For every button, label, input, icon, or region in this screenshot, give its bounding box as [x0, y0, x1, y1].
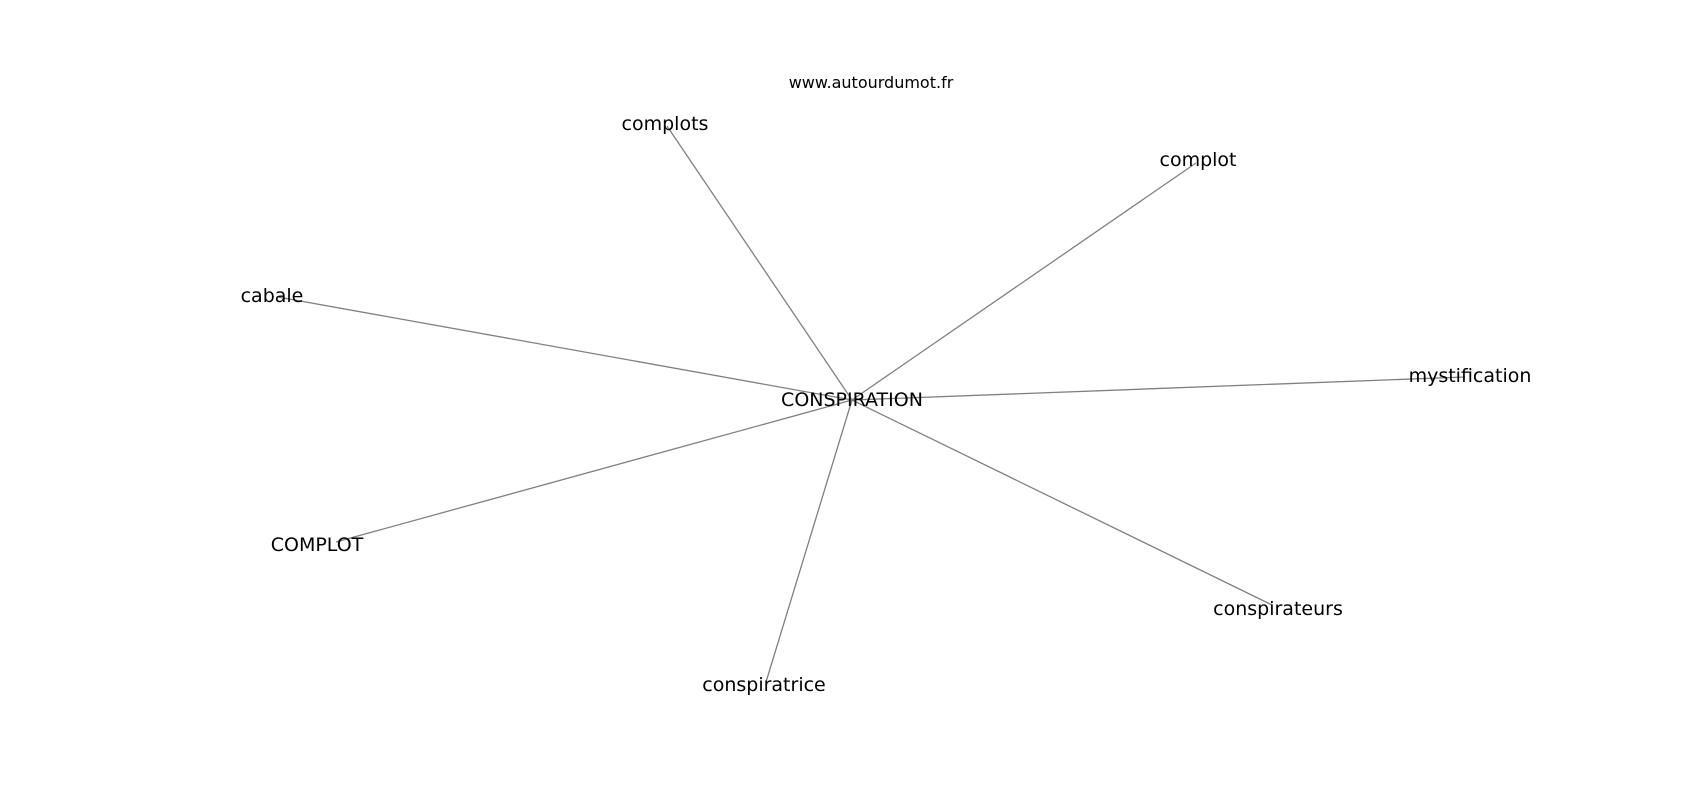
graph-edges	[277, 125, 1466, 683]
node-cabale: cabale	[241, 285, 304, 307]
edge-mystification	[851, 376, 1466, 401]
node-COMPLOT: COMPLOT	[271, 534, 364, 556]
node-complot: complot	[1160, 149, 1237, 171]
node-conspirateurs: conspirateurs	[1213, 598, 1343, 620]
node-center: CONSPIRATION	[781, 389, 923, 411]
edge-complot	[851, 162, 1197, 401]
source-watermark: www.autourdumot.fr	[789, 73, 954, 92]
edge-conspirateurs	[851, 399, 1273, 606]
edge-cabale	[277, 296, 853, 401]
node-conspiratrice: conspiratrice	[702, 674, 825, 696]
edge-conspiratrice	[765, 399, 853, 683]
node-mystification: mystification	[1409, 365, 1532, 387]
edge-complots	[666, 125, 853, 401]
node-complots: complots	[622, 113, 709, 135]
edge-COMPLOT	[335, 399, 853, 543]
graph-labels: www.autourdumot.fr CONSPIRATION complots…	[241, 73, 1532, 696]
